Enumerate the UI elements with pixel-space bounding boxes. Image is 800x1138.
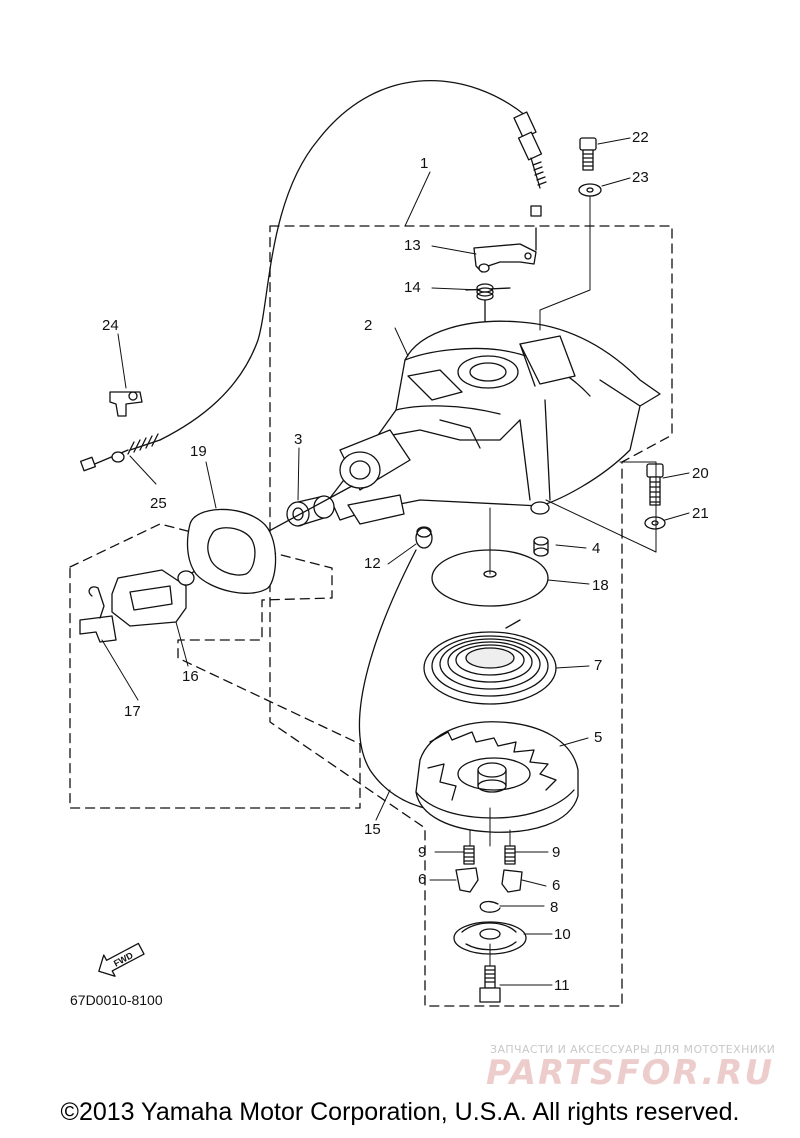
callout-21: 21 — [692, 505, 709, 522]
copyright-notice: ©2013 Yamaha Motor Corporation, U.S.A. A… — [60, 1098, 740, 1126]
callout-15: 15 — [364, 821, 381, 838]
watermark-brand: PARTSFOR.RU — [486, 1053, 775, 1093]
callout-16: 16 — [182, 668, 199, 685]
callout-6-right: 6 — [552, 877, 560, 894]
callout-9-right: 9 — [552, 844, 560, 861]
seal-19 — [186, 508, 277, 594]
callout-18: 18 — [592, 577, 609, 594]
lockout-cable — [159, 79, 527, 441]
callout-19: 19 — [190, 443, 207, 460]
assembly-1-boundary — [269, 225, 673, 1007]
spring-9-right — [504, 845, 516, 865]
callout-17: 17 — [124, 703, 141, 720]
bracket-24 — [109, 391, 143, 417]
handle-16 — [111, 569, 195, 627]
bolt-11 — [479, 965, 501, 1003]
fwd-arrow-icon: FWD — [98, 942, 145, 977]
callout-10: 10 — [554, 926, 571, 943]
callout-13: 13 — [404, 237, 421, 254]
callout-7: 7 — [594, 657, 602, 674]
callout-6-left: 6 — [418, 871, 426, 888]
washer-21 — [644, 516, 666, 530]
starter-case-2 — [329, 320, 661, 525]
pawl-6-left — [455, 867, 479, 893]
bolt-20 — [646, 463, 664, 506]
callout-3: 3 — [294, 431, 302, 448]
cable-end-lower — [80, 433, 161, 472]
callout-25: 25 — [150, 495, 167, 512]
leader-lines — [101, 137, 690, 986]
spring-9-left — [463, 845, 475, 865]
callout-14: 14 — [404, 279, 421, 296]
bolt-22 — [579, 137, 597, 171]
callout-11: 11 — [554, 977, 570, 994]
diagram-part-code: 67D0010-8100 — [70, 992, 163, 1008]
callout-24: 24 — [102, 317, 119, 334]
drum-5 — [415, 721, 579, 833]
callout-12: 12 — [364, 555, 381, 572]
callout-2: 2 — [364, 317, 372, 334]
drive-plate-10 — [453, 921, 527, 955]
callout-4: 4 — [592, 540, 600, 557]
callout-8: 8 — [550, 899, 558, 916]
washer-23 — [578, 183, 602, 197]
callout-1: 1 — [420, 155, 428, 172]
callout-22: 22 — [632, 129, 649, 146]
rope-15 — [358, 526, 451, 813]
callout-5: 5 — [594, 729, 602, 746]
callout-20: 20 — [692, 465, 709, 482]
callout-9-left: 9 — [418, 844, 426, 861]
watermark-tagline: ЗАПЧАСТИ И АКСЕССУАРЫ ДЛЯ МОТОТЕХНИКИ — [490, 1043, 776, 1056]
circlip-8 — [479, 900, 501, 913]
grommet-3 — [286, 495, 335, 527]
clip-17 — [79, 586, 117, 643]
handle-assembly-boundary — [69, 523, 361, 809]
callout-23: 23 — [632, 169, 649, 186]
pawl-6-right — [501, 869, 523, 893]
cable-end-top — [513, 111, 547, 217]
collar-4 — [533, 536, 549, 557]
spiral-spring-7 — [423, 619, 557, 705]
